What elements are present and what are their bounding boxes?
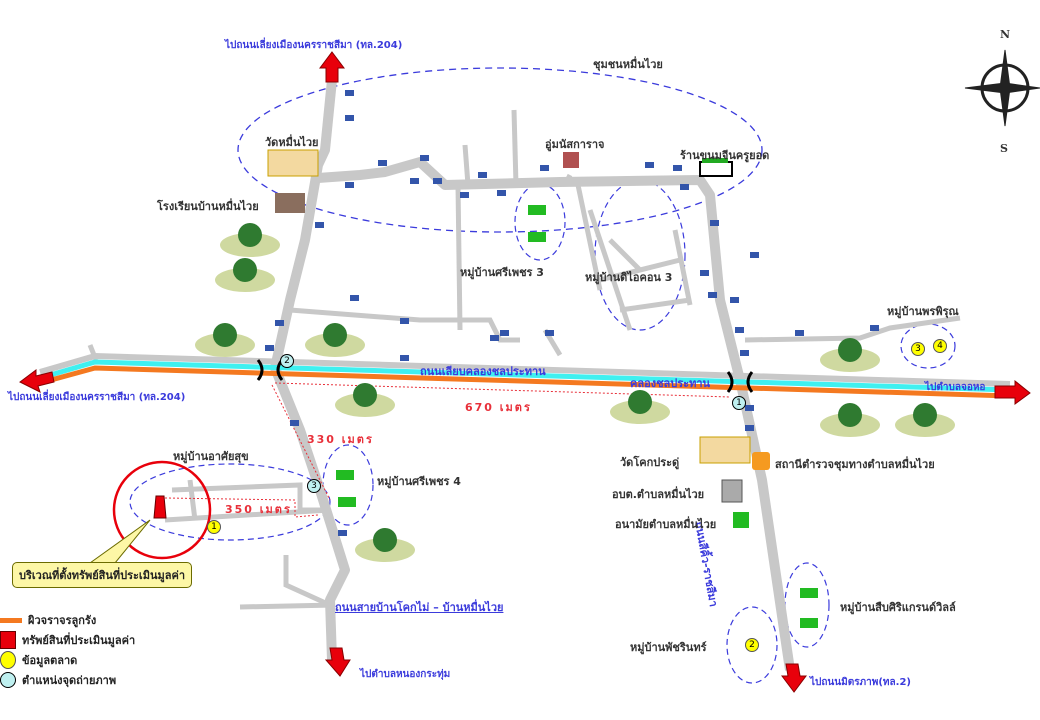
label-obt: อบต.ตำบลหมื่นไวย bbox=[612, 488, 705, 501]
label-sriphet3: หมู่บ้านศรีเพชร 3 bbox=[460, 266, 544, 279]
legend-item-laterite: ผิวจราจรลูกรัง bbox=[0, 610, 135, 630]
compass-south: S bbox=[1000, 142, 1008, 155]
arsaisuk-boundary bbox=[129, 463, 331, 541]
label-wat-muen-wai: วัดหมื่นไวย bbox=[265, 136, 319, 149]
label-police: สถานีตำรวจชุมทางตำบลหมื่นไวย bbox=[775, 458, 935, 471]
village-icon bbox=[336, 205, 818, 628]
photo-point-3[interactable]: 3 bbox=[307, 479, 321, 493]
health-icon bbox=[733, 512, 749, 528]
label-sriphet4: หมู่บ้านศรีเพชร 4 bbox=[377, 475, 461, 488]
legend-label: ตำแหน่งจุดถ่ายภาพ bbox=[22, 674, 117, 687]
community-boundary bbox=[237, 67, 763, 233]
market-point-4[interactable]: 4 bbox=[933, 339, 947, 353]
legend-item-photo: ตำแหน่งจุดถ่ายภาพ bbox=[0, 670, 135, 690]
canal-water bbox=[39, 359, 1011, 393]
callout-pointer bbox=[88, 519, 151, 564]
laterite-road bbox=[39, 365, 1011, 399]
label-dicon3: หมู่บ้านดิไอคอน 3 bbox=[585, 271, 673, 284]
arrow-east-icon bbox=[994, 379, 1031, 405]
phatcharin-boundary bbox=[726, 606, 778, 684]
legend-label: ทรัพย์สินที่ประเมินมูลค่า bbox=[22, 634, 136, 647]
legend-label: ผิวจราจรลูกรัง bbox=[28, 614, 97, 627]
label-health: อนามัยตำบลหมื่นไวย bbox=[615, 518, 717, 531]
shop-roof bbox=[702, 158, 728, 163]
arrow-west-icon bbox=[19, 369, 55, 393]
suebsiri-boundary bbox=[784, 562, 830, 648]
temple-icon bbox=[267, 149, 319, 177]
label-arsaisuk: หมู่บ้านอาศัยสุข bbox=[173, 450, 249, 463]
photo-point-2[interactable]: 2 bbox=[280, 354, 294, 368]
label-garage: อู่มนัสการาจ bbox=[545, 138, 605, 151]
distance-350: 350 เมตร bbox=[225, 503, 292, 516]
shop-icon bbox=[699, 161, 733, 177]
compass-north: N bbox=[1000, 28, 1011, 41]
arrow-south-left-icon bbox=[324, 647, 351, 677]
sriphet3-boundary bbox=[514, 183, 566, 261]
direction-north: ไปถนนเลี่ยงเมืองนครราชสีมา (ทล.204) bbox=[225, 40, 403, 51]
direction-south-right: ไปถนนมิตรภาพ(ทล.2) bbox=[810, 677, 911, 688]
bottom-road-label: ถนนสายบ้านโคกไม่ – บ้านหมื่นไวย bbox=[335, 601, 504, 614]
market-point-3[interactable]: 3 bbox=[911, 342, 925, 356]
arrow-north-icon bbox=[319, 51, 345, 83]
photo-swatch bbox=[0, 672, 16, 688]
laterite-swatch bbox=[0, 617, 22, 623]
label-suebsiri: หมู่บ้านสืบศิริแกรนด์วิลล์ bbox=[840, 601, 956, 614]
police-icon bbox=[752, 452, 770, 470]
subject-highlight-circle bbox=[112, 460, 212, 560]
canal-road-label: ถนนเลียบคลองชลประทาน bbox=[420, 365, 546, 378]
legend-item-market: ข้อมูลตลาด bbox=[0, 650, 135, 670]
school-icon bbox=[275, 193, 305, 213]
label-phatcharin: หมู่บ้านพัชรินทร์ bbox=[630, 641, 707, 654]
label-wat-khok: วัดโคกประดู่ bbox=[620, 456, 680, 469]
legend-label: ข้อมูลตลาด bbox=[22, 654, 78, 667]
label-phonphirun: หมู่บ้านพรพิรุณ bbox=[887, 305, 959, 318]
property-marker-icon bbox=[153, 495, 167, 519]
tree-icon bbox=[195, 223, 955, 562]
label-shop: ร้านขนมจีนครูยอด bbox=[680, 149, 770, 162]
market-point-1[interactable]: 1 bbox=[207, 520, 221, 534]
market-point-2[interactable]: 2 bbox=[745, 638, 759, 652]
label-school: โรงเรียนบ้านหมื่นไวย bbox=[157, 200, 259, 213]
legend: ผิวจราจรลูกรัง ทรัพย์สินที่ประเมินมูลค่า… bbox=[0, 610, 135, 690]
distance-330: 330 เมตร bbox=[307, 433, 374, 446]
direction-west: ไปถนนเลี่ยงเมืองนครราชสีมา (ทล.204) bbox=[8, 392, 186, 403]
temple-icon bbox=[699, 436, 751, 464]
photo-point-1[interactable]: 1 bbox=[732, 396, 746, 410]
compass-rose-icon bbox=[964, 49, 1040, 127]
subject-callout: บริเวณที่ตั้งทรัพย์สินที่ประเมินมูลค่า bbox=[12, 562, 192, 588]
distance-670: 670 เมตร bbox=[465, 401, 532, 414]
arrow-south-right-icon bbox=[781, 663, 807, 693]
canal-road-gray bbox=[39, 352, 1011, 387]
house-icon bbox=[265, 90, 879, 536]
direction-south-left: ไปตำบลหนองกระทุ่ม bbox=[360, 669, 451, 680]
legend-item-property: ทรัพย์สินที่ประเมินมูลค่า bbox=[0, 630, 135, 650]
obt-icon bbox=[721, 479, 743, 503]
minor-roads bbox=[87, 109, 961, 610]
market-swatch bbox=[0, 651, 16, 669]
canal-label: คลองชลประทาน bbox=[630, 377, 711, 390]
property-swatch bbox=[0, 631, 16, 649]
direction-east: ไปตำบลจอหอ bbox=[925, 382, 986, 393]
garage-icon bbox=[563, 152, 579, 168]
distance-lines bbox=[164, 382, 731, 518]
community-title: ชุมชนหมื่นไวย bbox=[593, 58, 663, 71]
